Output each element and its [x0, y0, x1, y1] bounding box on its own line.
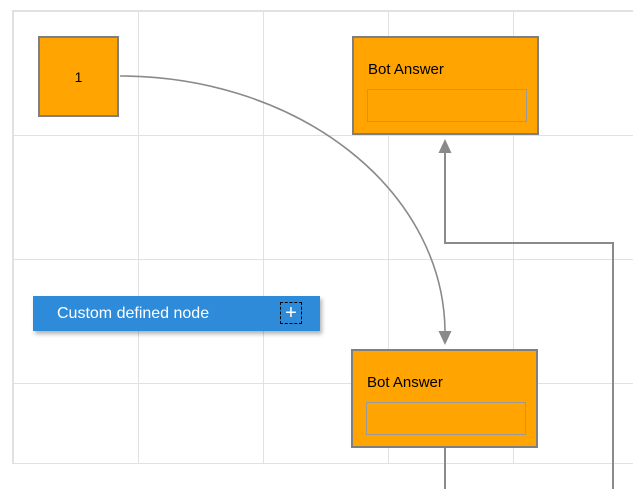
node-title: Bot Answer: [367, 374, 443, 391]
add-node-icon[interactable]: +: [280, 302, 302, 324]
arrowhead-down-icon: [438, 331, 452, 345]
node-1[interactable]: 1: [38, 36, 119, 117]
node-1-label: 1: [74, 68, 83, 85]
node-text-field[interactable]: [366, 402, 526, 435]
node-text-field[interactable]: [367, 89, 527, 122]
connector-elbow[interactable]: [444, 152, 614, 489]
custom-node-label: Custom defined node: [57, 304, 210, 322]
custom-defined-node-button[interactable]: Custom defined node +: [33, 296, 320, 331]
node-bot-answer-top[interactable]: Bot Answer: [352, 36, 539, 135]
arrowhead-up-icon: [438, 139, 452, 153]
node-title: Bot Answer: [368, 61, 444, 78]
connector-curve[interactable]: [119, 75, 446, 332]
node-bot-answer-bottom[interactable]: Bot Answer: [351, 349, 538, 448]
